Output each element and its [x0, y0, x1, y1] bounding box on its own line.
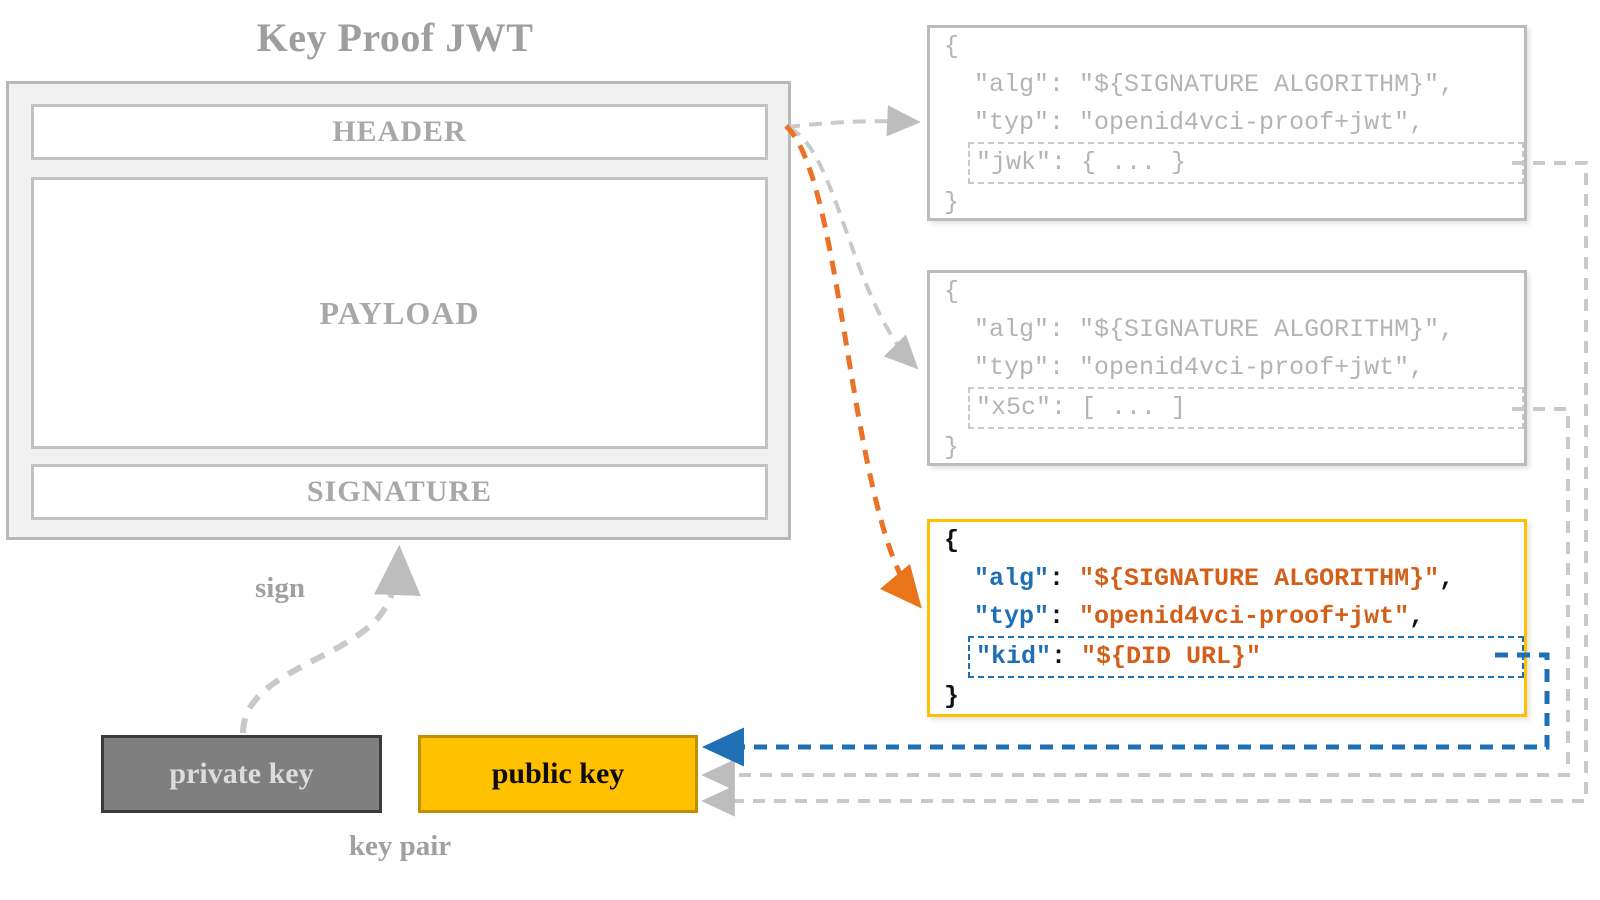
json-line-x5c-highlight: "x5c": [ ... ] — [968, 387, 1524, 429]
json-value-x5c: [ ... ] — [1081, 393, 1187, 422]
json-close-brace: } — [944, 188, 960, 217]
json-open-brace: { — [944, 526, 960, 555]
json-panel-kid-variant: { "alg": "${SIGNATURE ALGORITHM}", "typ"… — [927, 519, 1527, 717]
json-sep: : — [1049, 315, 1080, 344]
json-comma: , — [1439, 70, 1455, 99]
json-sep: : — [1049, 564, 1080, 593]
json-value-alg: "${SIGNATURE ALGORITHM}" — [1079, 315, 1440, 344]
json-value-alg: "${SIGNATURE ALGORITHM}" — [1079, 564, 1440, 593]
json-sep: : — [1049, 602, 1080, 631]
json-key-typ: "typ" — [974, 353, 1050, 382]
json-line-typ: "typ": "openid4vci-proof+jwt", — [930, 104, 1524, 142]
connector-header-to-x5c-variant — [788, 126, 919, 370]
connector-header-to-kid-variant — [784, 124, 922, 609]
json-sep: : — [1051, 148, 1082, 177]
jwt-structure-box: HEADER PAYLOAD SIGNATURE — [6, 81, 791, 540]
json-key-alg: "alg" — [974, 564, 1050, 593]
json-sep: : — [1049, 108, 1080, 137]
json-line-alg: "alg": "${SIGNATURE ALGORITHM}", — [930, 311, 1524, 349]
json-key-alg: "alg" — [974, 315, 1050, 344]
json-value-typ: "openid4vci-proof+jwt" — [1079, 108, 1410, 137]
json-value-jwk: { ... } — [1081, 148, 1187, 177]
json-line-typ: "typ": "openid4vci-proof+jwt", — [930, 598, 1524, 636]
json-comma: , — [1409, 353, 1425, 382]
json-key-kid: "kid" — [976, 642, 1052, 671]
private-key-box: private key — [101, 735, 382, 813]
json-line-typ: "typ": "openid4vci-proof+jwt", — [930, 349, 1524, 387]
json-sep: : — [1049, 70, 1080, 99]
json-line-alg: "alg": "${SIGNATURE ALGORITHM}", — [930, 66, 1524, 104]
json-value-typ: "openid4vci-proof+jwt" — [1079, 353, 1410, 382]
jwt-segment-payload: PAYLOAD — [31, 177, 768, 449]
json-line-alg: "alg": "${SIGNATURE ALGORITHM}", — [930, 560, 1524, 598]
json-key-alg: "alg" — [974, 70, 1050, 99]
json-sep: : — [1051, 393, 1082, 422]
json-comma: , — [1439, 315, 1455, 344]
json-comma: , — [1409, 108, 1425, 137]
public-key-box: public key — [418, 735, 698, 813]
json-close-brace: } — [944, 433, 960, 462]
connector-header-to-jwk-variant — [786, 105, 921, 137]
jwt-segment-signature: SIGNATURE — [31, 464, 768, 520]
json-key-jwk: "jwk" — [976, 148, 1052, 177]
json-value-alg: "${SIGNATURE ALGORITHM}" — [1079, 70, 1440, 99]
json-key-typ: "typ" — [974, 108, 1050, 137]
json-key-typ: "typ" — [974, 602, 1050, 631]
json-open-brace: { — [944, 32, 960, 61]
json-value-typ: "openid4vci-proof+jwt" — [1079, 602, 1410, 631]
json-panel-jwk-variant: { "alg": "${SIGNATURE ALGORITHM}", "typ"… — [927, 25, 1527, 221]
json-sep: : — [1051, 642, 1082, 671]
json-panel-x5c-variant: { "alg": "${SIGNATURE ALGORITHM}", "typ"… — [927, 270, 1527, 466]
json-value-kid: "${DID URL}" — [1081, 642, 1262, 671]
json-line-kid-highlight: "kid": "${DID URL}" — [968, 636, 1524, 678]
json-comma: , — [1439, 564, 1455, 593]
json-line-jwk-highlight: "jwk": { ... } — [968, 142, 1524, 184]
json-sep: : — [1049, 353, 1080, 382]
json-open-brace: { — [944, 277, 960, 306]
jwt-segment-header: HEADER — [31, 104, 768, 160]
json-key-x5c: "x5c" — [976, 393, 1052, 422]
json-close-brace: } — [944, 682, 960, 711]
json-comma: , — [1409, 602, 1425, 631]
key-pair-label: key pair — [348, 830, 452, 862]
page-title: Key Proof JWT — [256, 15, 534, 60]
sign-edge-label: sign — [255, 572, 305, 604]
